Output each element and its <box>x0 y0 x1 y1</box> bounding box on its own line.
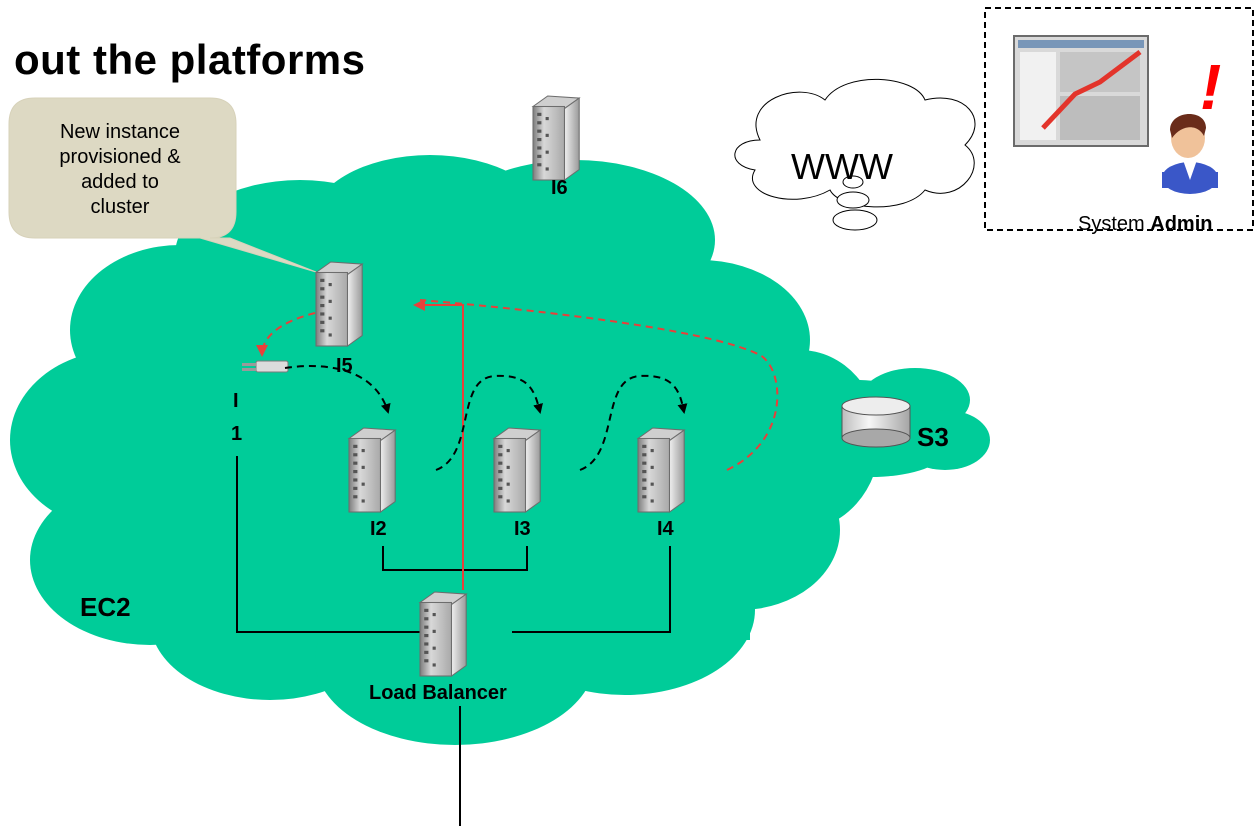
plug-icon <box>242 360 289 373</box>
server-i6-icon <box>532 95 580 181</box>
server-i5-icon <box>315 261 363 347</box>
node-label-i1-line2: 1 <box>231 423 243 445</box>
connector-lines <box>236 456 671 826</box>
system-admin-bold: Admin <box>1150 213 1213 235</box>
node-label-i3: I3 <box>514 518 531 540</box>
server-load-balancer-icon <box>419 591 467 677</box>
replication-arrows <box>284 365 688 471</box>
callout-bubble <box>8 97 317 273</box>
node-label-i2: I2 <box>370 518 387 540</box>
www-label: WWW <box>791 146 893 187</box>
server-i4-icon <box>637 427 685 513</box>
user-avatar-icon <box>1162 113 1218 194</box>
node-label-load-balancer: Load Balancer <box>369 682 507 704</box>
red-scaling-arrow <box>413 299 464 590</box>
system-admin-label: System Admin <box>1078 213 1212 236</box>
node-label-i4: I4 <box>657 518 674 540</box>
node-label-i1-line1: I <box>233 390 239 412</box>
server-i2-icon <box>348 427 396 513</box>
callout-line: provisioned & <box>59 146 181 168</box>
system-admin-prefix: System <box>1078 213 1145 235</box>
server-i3-icon <box>493 427 541 513</box>
s3-label: S3 <box>917 422 949 452</box>
callout-line: added to <box>81 171 159 193</box>
red-dashed-arrows <box>256 299 779 471</box>
storage-cylinder-icon <box>841 396 911 448</box>
callout-text: New instance provisioned & added to clus… <box>20 120 220 220</box>
slide-title: out the platforms <box>14 36 366 83</box>
node-label-i5: I5 <box>336 355 353 377</box>
callout-line: New instance <box>59 121 181 143</box>
ec2-label: EC2 <box>80 592 131 622</box>
callout-line: cluster <box>90 196 150 218</box>
ec2-cloud <box>10 155 880 745</box>
system-admin-box <box>984 7 1254 231</box>
alert-exclamation: ! <box>1200 51 1222 123</box>
monitor-chart-icon <box>1013 35 1149 147</box>
node-label-i6: I6 <box>551 177 568 199</box>
www-cloud <box>734 78 976 231</box>
